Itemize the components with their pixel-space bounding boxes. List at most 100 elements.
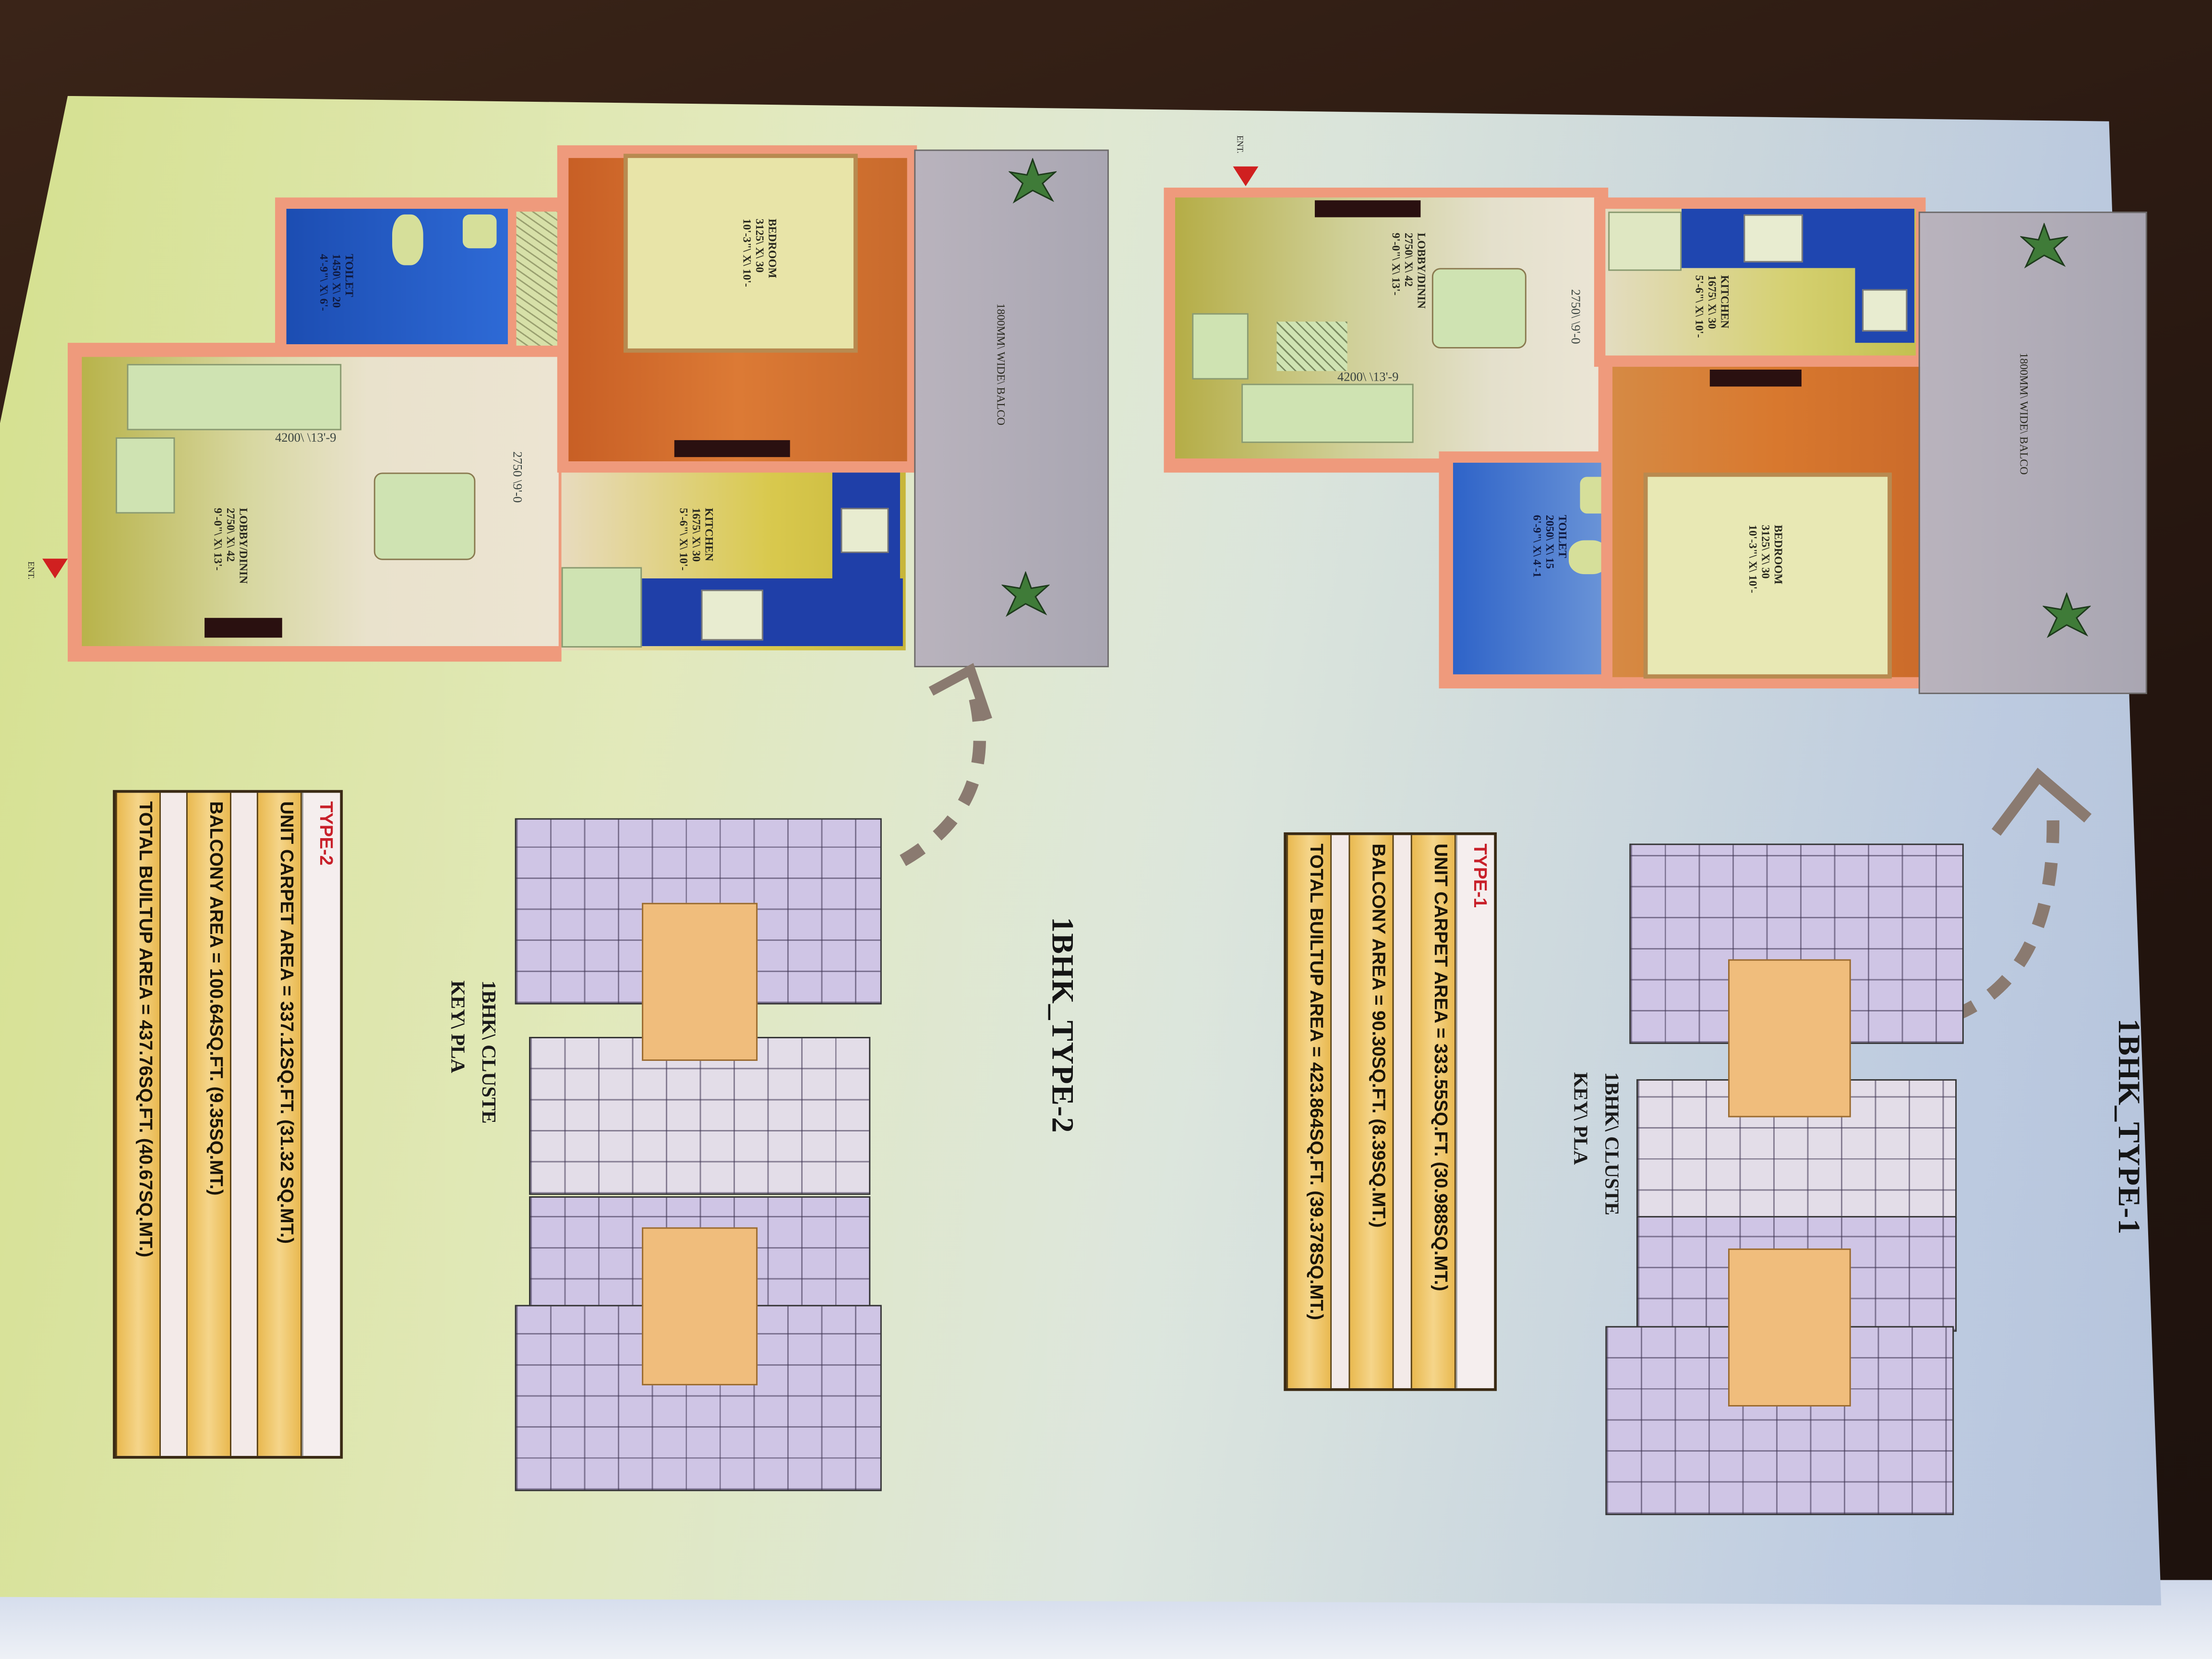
type1-lobby-label: LOBBY/DININ 2750\ X\ 42 9'-0"\ X\ 13'- — [1390, 233, 1428, 309]
entry-arrow-icon — [42, 558, 68, 578]
washbasin-icon — [462, 214, 497, 249]
key-plan-label-line: KEY\ PLA — [1568, 1072, 1590, 1165]
room-size-mm: 2050\ X\ 15 — [1543, 515, 1556, 569]
room-name: BEDROOM — [766, 218, 779, 278]
stove-icon — [1743, 214, 1803, 263]
sofa-icon — [1241, 384, 1414, 443]
type1-area-table: TYPE-1 UNIT CARPET AREA = 333.55SQ.FT. (… — [1284, 832, 1497, 1391]
stove-icon — [701, 589, 763, 641]
room-size-ft: 10'-3"\ X\ 10'- — [1746, 525, 1759, 593]
table-title: TYPE-1 — [1455, 835, 1494, 1388]
key-plan-wing — [529, 1037, 871, 1195]
plant-icon — [2043, 592, 2091, 638]
armchair-icon — [115, 437, 175, 514]
plant-icon — [2020, 223, 2068, 269]
total-builtup-area-row: TOTAL BUILTUP AREA = 423.864SQ.FT. (39.3… — [1286, 835, 1332, 1388]
type2-lobby-label: LOBBY/DININ 2750\ X\ 42 9'-0"\ X\ 13'- — [212, 508, 250, 584]
kitchen-counter — [642, 578, 903, 646]
type1-dashed-arrow — [1951, 804, 2059, 1022]
type1-bedroom-label: BEDROOM 3125\ X\ 30 10'-3"\ X\ 10'- — [1746, 525, 1784, 593]
type1-toilet-label: TOILET 2050\ X\ 15 6'-9"\ X\ 4'-1 — [1531, 515, 1569, 578]
stair-core — [1728, 959, 1851, 1118]
type2-depth-dimension: 2750 \9'-0 — [510, 451, 525, 503]
dining-table-icon — [1431, 268, 1527, 349]
bedroom-door-icon — [674, 440, 790, 457]
stair-core — [1728, 1248, 1851, 1407]
type2-toilet-label: TOILET 1450\ X\ 20 4'-9"\ X\ 6'- — [317, 254, 355, 311]
room-size-mm: 1450\ X\ 20 — [330, 253, 343, 308]
room-size-ft: 9'-0"\ X\ 13'- — [211, 507, 225, 571]
row-spacer — [1332, 835, 1349, 1388]
room-size-ft: 9'-0"\ X\ 13'- — [1389, 232, 1403, 296]
sofa-icon — [127, 364, 342, 431]
unit-carpet-area-row: UNIT CARPET AREA = 337.12SQ.FT. (31.32 S… — [256, 793, 302, 1456]
room-name: LOBBY/DININ — [237, 507, 250, 584]
row-spacer — [231, 793, 257, 1456]
total-builtup-area-row: TOTAL BUILTUP AREA = 437.76SQ.FT. (40.67… — [115, 793, 161, 1456]
key-plan-label-line: KEY\ PLA — [445, 980, 467, 1073]
type2-heading: 1BHK_TYPE-2 — [1045, 917, 1081, 1134]
room-size-ft: 6'-9"\ X\ 4'-1 — [1530, 515, 1544, 578]
wc-icon — [392, 214, 423, 265]
type1-heading: 1BHK_TYPE-1 — [2112, 1018, 2147, 1235]
room-size-mm: 3125\ X\ 30 — [753, 218, 766, 273]
type2-kitchen-label: KITCHEN 1675\ X\ 30 5'-6"\ X\ 10'- — [677, 508, 715, 571]
plant-icon — [1009, 158, 1057, 204]
arrow-head-icon — [928, 663, 992, 721]
room-size-ft: 4'-9"\ X\ 6'- — [317, 253, 330, 311]
type2-area-table: TYPE-2 UNIT CARPET AREA = 337.12SQ.FT. (… — [113, 790, 343, 1459]
balcony-area-row: BALCONY AREA = 90.30SQ.FT. (8.39SQ.MT.) — [1348, 835, 1394, 1388]
room-name: TOILET — [1556, 515, 1569, 558]
type1-key-plan-label: 1BHK\ CLUSTE KEY\ PLA — [1563, 1072, 1625, 1215]
entry-door-icon — [1314, 200, 1421, 217]
table-title: TYPE-2 — [301, 793, 340, 1456]
fridge-icon — [561, 567, 642, 648]
type2-entry-label: ENT. — [25, 561, 34, 580]
entry-arrow-icon — [1233, 166, 1259, 186]
type1-kitchen-label: KITCHEN 1675\ X\ 30 5'-6"\ X\ 10'- — [1693, 275, 1731, 338]
stair-core — [642, 1227, 758, 1385]
room-size-mm: 2750\ X\ 42 — [1402, 232, 1415, 287]
room-size-mm: 2750\ X\ 42 — [224, 507, 237, 562]
room-name: KITCHEN — [1718, 275, 1731, 329]
fridge-icon — [1608, 211, 1682, 271]
stair-core — [642, 902, 758, 1061]
room-name: KITCHEN — [702, 507, 715, 562]
wardrobe-icon — [516, 211, 565, 346]
type2-bedroom-label: BEDROOM 3125\ X\ 30 10'-3"\ X\ 10'- — [741, 219, 779, 287]
plant-icon — [1001, 571, 1050, 617]
room-size-mm: 1675\ X\ 30 — [690, 507, 703, 562]
room-name: BEDROOM — [1772, 525, 1785, 585]
sink-icon — [841, 507, 889, 553]
type2-key-plan-label: 1BHK\ CLUSTE KEY\ PLA — [440, 980, 502, 1123]
unit-carpet-area-row: UNIT CARPET AREA = 333.55SQ.FT. (30.988S… — [1410, 835, 1456, 1388]
type2-width-dimension: 4200\ \13'-9 — [275, 430, 337, 445]
type1-balcony-label: 1800MM\ WIDE\ BALCO — [2017, 352, 2030, 475]
key-plan-wing — [1636, 1079, 1957, 1223]
room-size-mm: 1675\ X\ 30 — [1706, 275, 1719, 329]
type2-balcony-label: 1800MM\ WIDE\ BALCO — [994, 303, 1008, 426]
bed-icon — [627, 158, 854, 349]
key-plan-label-line: 1BHK\ CLUSTE — [477, 980, 498, 1124]
type1-width-dimension: 4200\ \13'-9 — [1337, 369, 1399, 384]
room-name: LOBBY/DININ — [1415, 232, 1428, 309]
room-size-ft: 10'-3"\ X\ 10'- — [740, 218, 754, 287]
type1-depth-dimension: 2750\ \9'-0 — [1568, 289, 1583, 344]
dining-table-icon — [373, 472, 476, 560]
type2-dashed-arrow — [900, 689, 986, 866]
row-spacer — [161, 793, 186, 1456]
row-spacer — [1394, 835, 1411, 1388]
room-size-ft: 5'-6"\ X\ 10'- — [1693, 275, 1706, 338]
entry-door-icon — [204, 618, 282, 638]
room-name: TOILET — [343, 253, 356, 297]
balcony-area-row: BALCONY AREA = 100.64SQ.FT. (9.35SQ.MT.) — [186, 793, 231, 1456]
room-size-mm: 3125\ X\ 30 — [1759, 525, 1772, 579]
bedroom-door-icon — [1709, 369, 1802, 387]
arrow-head-icon — [1991, 768, 2092, 836]
room-size-ft: 5'-6"\ X\ 10'- — [677, 507, 690, 571]
armchair-icon — [1192, 313, 1249, 380]
type2-balcony — [914, 149, 1109, 668]
tv-unit-icon — [1276, 322, 1347, 371]
